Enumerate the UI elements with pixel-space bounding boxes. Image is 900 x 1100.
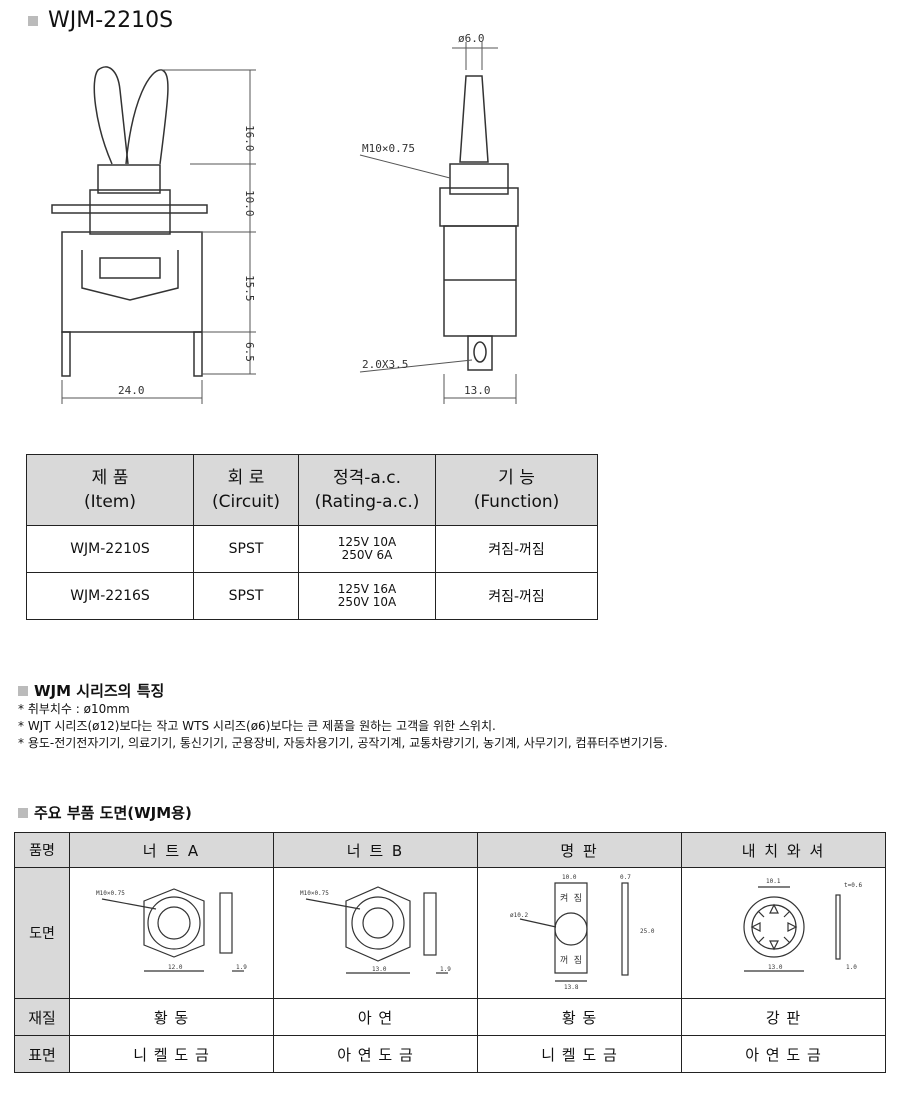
parts-heading: 주요 부품 도면(WJM용) xyxy=(34,804,192,822)
header-function: 기 능(Function) xyxy=(435,454,598,526)
features-section: WJM 시리즈의 특징 * 취부치수 : ø10mm * WJT 시리즈(ø12… xyxy=(18,680,668,752)
body-side xyxy=(443,225,517,337)
terminal-label: 2.0X3.5 xyxy=(362,358,408,371)
plate-width2: 13.8 xyxy=(564,984,579,991)
washer-inner-dia: 10.1 xyxy=(766,878,781,885)
col-header-plate: 명 판 xyxy=(477,832,682,868)
nut-b-drawing: M10×0.75 13.0 1.9 xyxy=(273,867,478,999)
parts-heading-row: 주요 부품 도면(WJM용) xyxy=(18,802,192,823)
dim-65-label: 6.5 xyxy=(243,342,256,362)
surface-cell: 아 연 도 금 xyxy=(273,1035,478,1073)
terminal-side xyxy=(467,335,493,371)
dim-phi6-label: ø6.0 xyxy=(458,32,485,45)
col-header-nut-a: 너 트 A xyxy=(69,832,274,868)
header-rating: 정격-a.c.(Rating-a.c.) xyxy=(298,454,436,526)
bushing-front xyxy=(89,189,171,235)
row-header-material: 재질 xyxy=(14,998,70,1036)
function-cell: 켜짐-꺼짐 xyxy=(435,525,598,573)
col-header-washer: 내 치 와 셔 xyxy=(681,832,886,868)
washer-thickness: t=0.6 xyxy=(844,882,862,889)
terminal-right xyxy=(193,331,203,377)
dim-155-label: 15.5 xyxy=(243,275,256,302)
plate-thickness: 0.7 xyxy=(620,874,631,881)
body-inner xyxy=(81,250,179,301)
feature-line: * 용도-전기전자기기, 의료기기, 통신기기, 군용장비, 자동차용기기, 공… xyxy=(18,736,668,750)
dim-16-label: 16.0 xyxy=(243,125,256,152)
plate-drawing: 10.0 0.7 ø10.2 25.0 13.8 켜 짐 꺼 짐 xyxy=(477,867,682,999)
item-cell: WJM-2210S xyxy=(26,525,194,573)
nut-a-width: 12.0 xyxy=(168,964,183,971)
switch-drawing: 16.0 10.0 15.5 6.5 24.0 ø6.0 M10×0.75 2.… xyxy=(51,32,519,404)
material-cell: 황 동 xyxy=(477,998,682,1036)
header-item: 제 품(Item) xyxy=(26,454,194,526)
plate-height: 25.0 xyxy=(640,928,655,935)
surface-cell: 니 켈 도 금 xyxy=(477,1035,682,1073)
circuit-cell: SPST xyxy=(193,525,299,573)
plate-hole: ø10.2 xyxy=(510,912,528,919)
surface-cell: 니 켈 도 금 xyxy=(69,1035,274,1073)
page-title: WJM-2210S xyxy=(28,8,173,33)
features-heading: WJM 시리즈의 특징 xyxy=(34,682,165,700)
col-header-nut-b: 너 트 B xyxy=(273,832,478,868)
material-cell: 황 동 xyxy=(69,998,274,1036)
feature-line: * WJT 시리즈(ø12)보다는 작고 WTS 시리즈(ø6)보다는 큰 제품… xyxy=(18,719,496,733)
function-cell: 켜짐-꺼짐 xyxy=(435,572,598,620)
slot-front xyxy=(99,257,161,279)
spec-table: 제 품(Item) 회 로(Circuit) 정격-a.c.(Rating-a.… xyxy=(26,454,598,620)
nut-front xyxy=(97,164,161,194)
nut-a-thickness: 1.9 xyxy=(236,964,247,971)
bullet-square-icon xyxy=(18,807,28,818)
dim-24-label: 24.0 xyxy=(118,384,145,397)
row-header-drawing: 도면 xyxy=(14,867,70,999)
terminal-left xyxy=(61,331,71,377)
lever-right xyxy=(125,69,169,165)
item-cell: WJM-2216S xyxy=(26,572,194,620)
thread-label: M10×0.75 xyxy=(362,142,415,155)
plate-off-label: 꺼 짐 xyxy=(560,955,582,966)
surface-cell: 아 연 도 금 xyxy=(681,1035,886,1073)
nut-b-width: 13.0 xyxy=(372,966,387,973)
washer-drawing: 10.1 t=0.6 13.0 1.0 xyxy=(681,867,886,999)
lever-left xyxy=(93,66,129,165)
material-cell: 아 연 xyxy=(273,998,478,1036)
parts-table: 품명 너 트 A 너 트 B 명 판 내 치 와 셔 도면 M10×0.75 1… xyxy=(14,832,886,1073)
body-front xyxy=(61,231,203,333)
washer-outer-dia: 13.0 xyxy=(768,964,783,971)
col-header-name: 품명 xyxy=(14,832,70,868)
plate-on-label: 켜 짐 xyxy=(560,893,582,904)
bullet-square-icon xyxy=(28,15,38,26)
dim-13-label: 13.0 xyxy=(464,384,491,397)
circuit-cell: SPST xyxy=(193,572,299,620)
dim-10-label: 10.0 xyxy=(243,190,256,217)
header-circuit: 회 로(Circuit) xyxy=(193,454,299,526)
nut-b-thickness: 1.9 xyxy=(440,966,451,973)
plate-width: 10.0 xyxy=(562,874,577,881)
feature-line: * 취부치수 : ø10mm xyxy=(18,702,130,716)
nut-a-thread: M10×0.75 xyxy=(96,890,125,897)
nut-a-drawing: M10×0.75 12.0 1.9 xyxy=(69,867,274,999)
plate-front xyxy=(51,204,208,214)
row-header-surface: 표면 xyxy=(14,1035,70,1073)
model-title: WJM-2210S xyxy=(48,8,174,33)
lever-side xyxy=(459,75,489,163)
nut-side xyxy=(449,163,509,195)
washer-thickness2: 1.0 xyxy=(846,964,857,971)
material-cell: 강 판 xyxy=(681,998,886,1036)
bullet-square-icon xyxy=(18,685,28,696)
nut-b-thread: M10×0.75 xyxy=(300,890,329,897)
